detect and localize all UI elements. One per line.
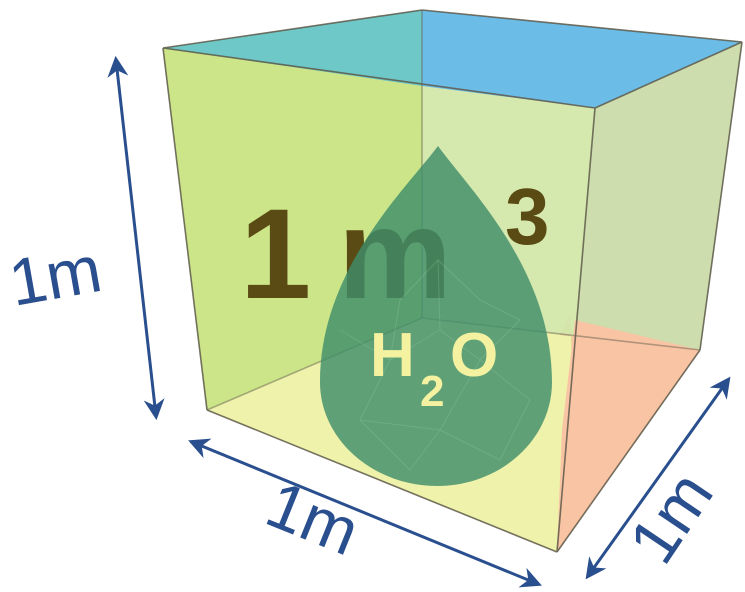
volume-number: 1 (240, 183, 311, 326)
cube-top-face-left (163, 10, 422, 86)
depth-label: 1m (614, 458, 727, 575)
width-label: 1m (257, 466, 370, 569)
water-drop-icon (320, 146, 552, 486)
h2o-o: O (450, 321, 498, 390)
h2o-subscript: 2 (420, 367, 444, 416)
height-arrow (107, 55, 165, 421)
depth-arrow (585, 376, 731, 580)
height-label: 1m (4, 231, 107, 320)
width-arrow (188, 438, 542, 588)
h2o-h: H (370, 321, 415, 390)
volume-exponent: 3 (505, 172, 550, 261)
